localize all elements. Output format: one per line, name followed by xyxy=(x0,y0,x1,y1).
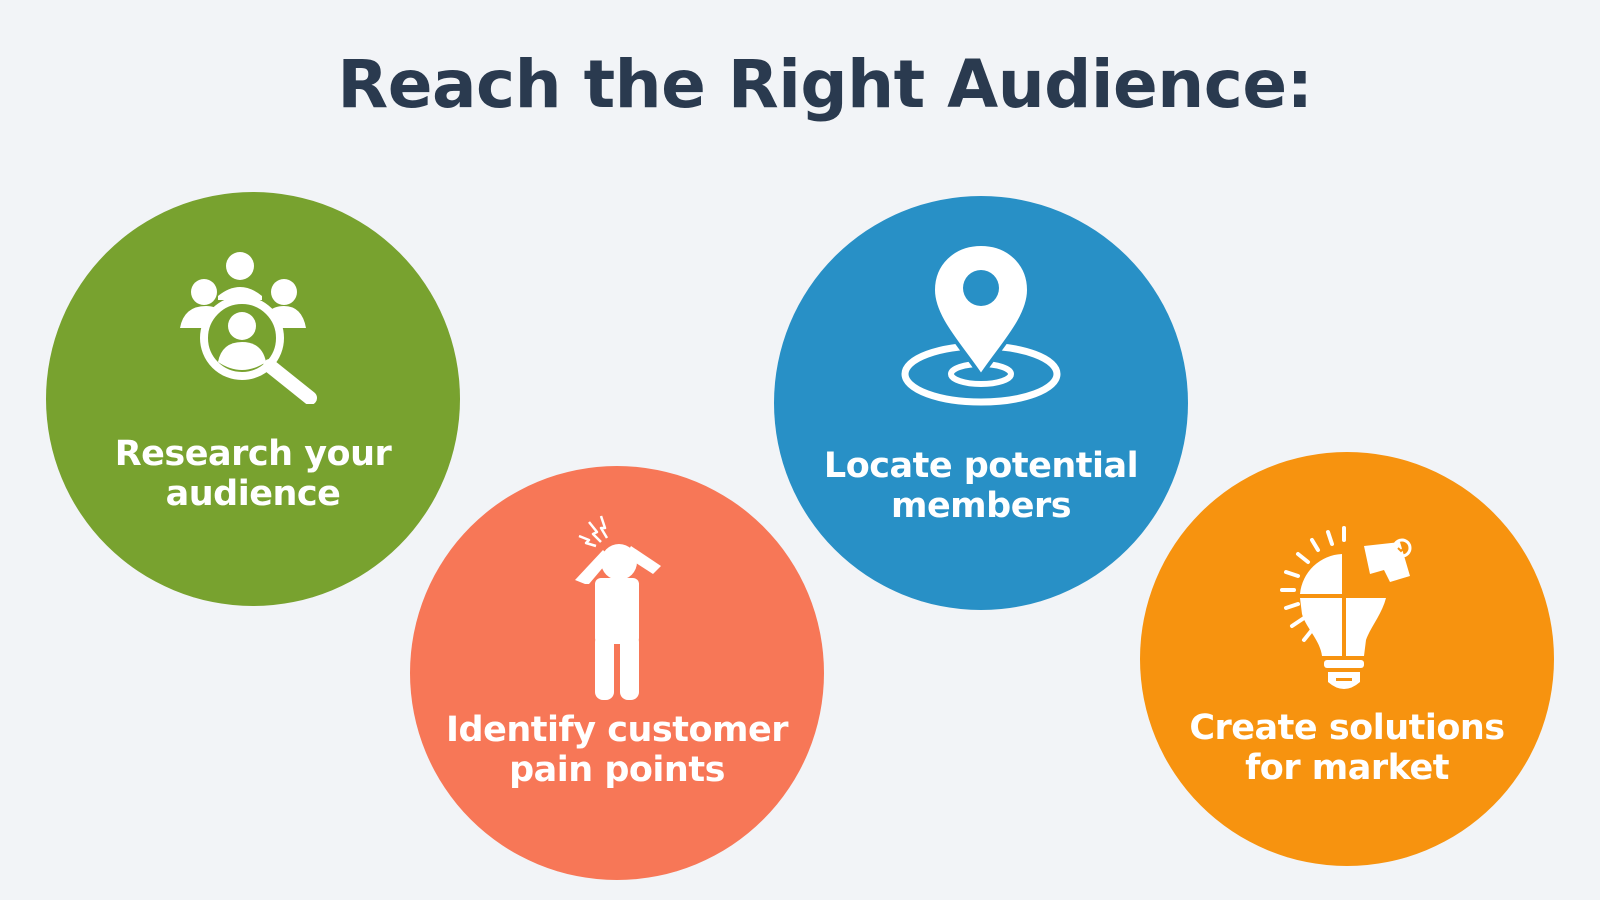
step-label: Identify customer pain points xyxy=(446,710,788,790)
step-create-solutions: Create solutions for market xyxy=(1140,452,1554,866)
location-pin-icon xyxy=(899,241,1063,410)
step-label: Locate potential members xyxy=(823,446,1139,526)
headache-person-icon xyxy=(567,514,667,704)
step-label: Create solutions for market xyxy=(1189,708,1505,788)
audience-search-icon xyxy=(178,244,328,405)
step-research-audience: Research your audience xyxy=(46,192,460,606)
page-title: Reach the Right Audience: xyxy=(337,46,1313,123)
step-identify-pain-points: Identify customer pain points xyxy=(410,466,824,880)
lightbulb-puzzle-icon xyxy=(1272,524,1422,694)
step-locate-members: Locate potential members xyxy=(774,196,1188,610)
step-label: Research your audience xyxy=(114,434,392,514)
